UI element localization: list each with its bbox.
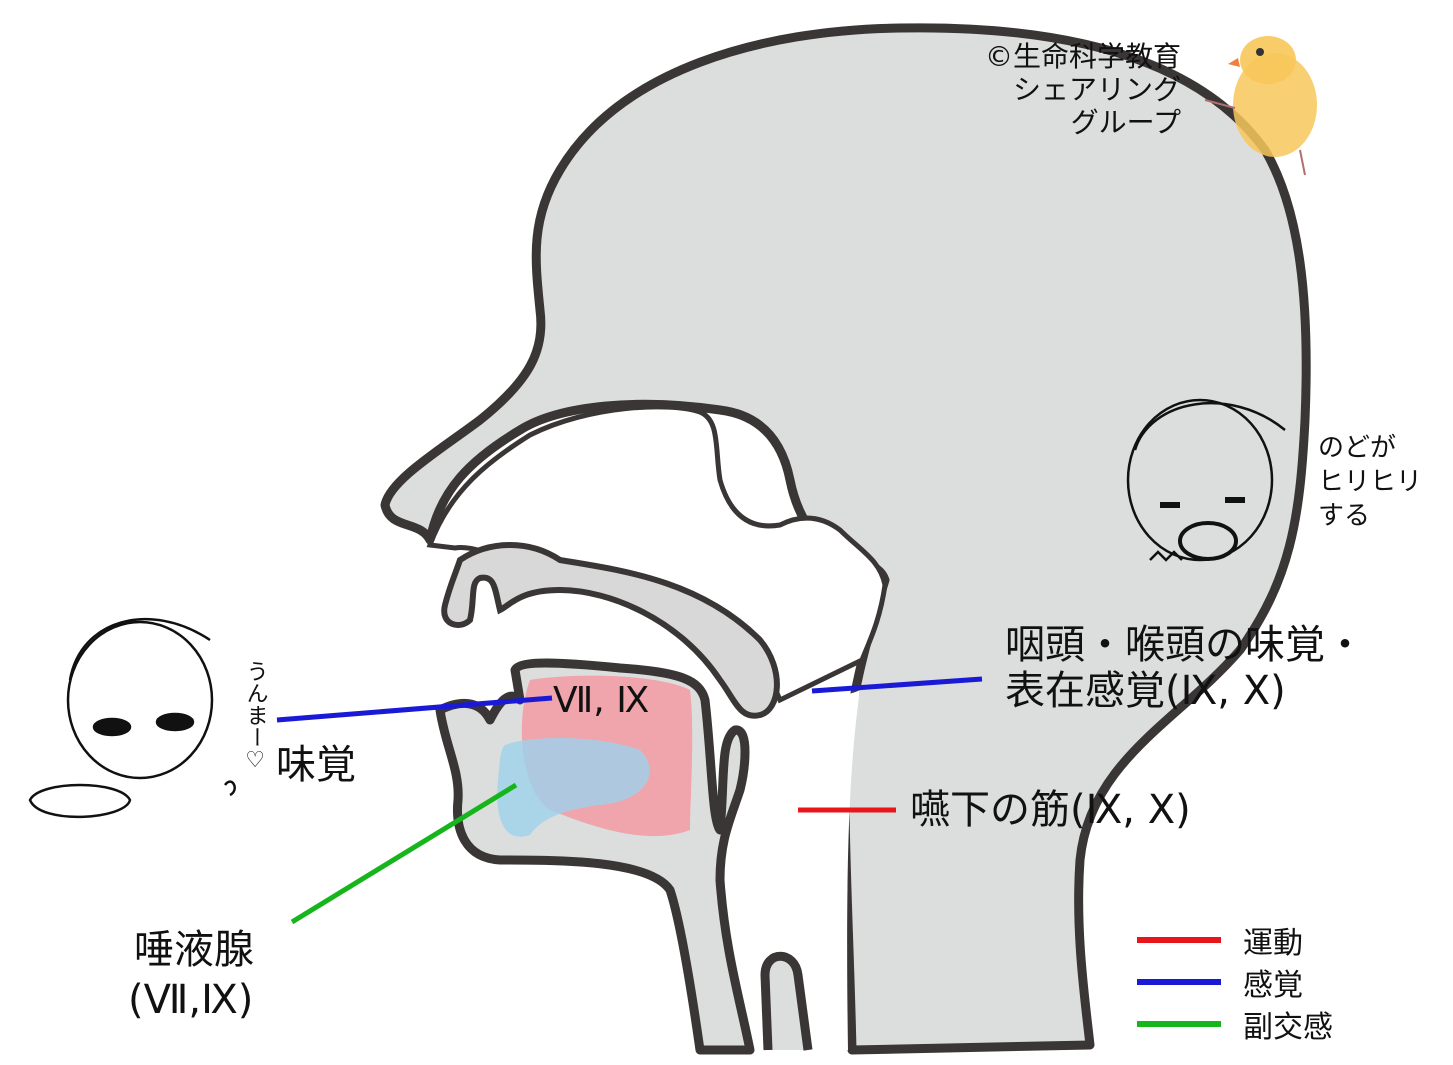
pharynx-leader-line bbox=[811, 676, 983, 694]
palate bbox=[441, 542, 780, 719]
credit-line-2: シェアリング bbox=[1012, 73, 1181, 107]
salivary-line-1: 唾液腺 bbox=[134, 927, 254, 973]
sore-throat-caption: のどが ヒリヒリ する bbox=[1318, 432, 1422, 533]
trachea bbox=[760, 951, 813, 1051]
legend-label-sensory: 感覚 bbox=[1243, 968, 1303, 1003]
sore-throat-line-2: ヒリヒリ bbox=[1318, 466, 1423, 497]
label-taste: 味覚 bbox=[276, 742, 356, 788]
happy-boy-caption: うんまー♡ bbox=[242, 660, 268, 773]
copyright-credit: ©生命科学教育 シェアリング グループ bbox=[985, 40, 1181, 139]
credit-line-3: グループ bbox=[1070, 106, 1181, 140]
credit-line-1: ©生命科学教育 bbox=[984, 40, 1181, 73]
legend-label-parasympathetic: 副交感 bbox=[1243, 1010, 1333, 1045]
parasympathetic-swatch bbox=[1137, 1021, 1221, 1027]
legend-item-motor: 運動 bbox=[1137, 918, 1303, 962]
salivary-line-2: (Ⅶ,Ⅸ) bbox=[128, 977, 254, 1023]
legend-label-motor: 運動 bbox=[1243, 926, 1303, 961]
salivary-gland-area bbox=[497, 738, 650, 837]
label-salivary-glands: 唾液腺 (Ⅶ,Ⅸ) bbox=[128, 925, 254, 1025]
label-tongue-nerves: Ⅶ, Ⅸ bbox=[553, 680, 650, 721]
legend-item-parasympathetic: 副交感 bbox=[1137, 1002, 1333, 1046]
pharynx-line-1: 咽頭・喉頭の味覚・ bbox=[1005, 622, 1365, 668]
sore-throat-boy-illustration bbox=[1126, 398, 1286, 562]
chick-illustration bbox=[1204, 36, 1317, 176]
happy-boy-illustration bbox=[28, 618, 236, 819]
label-pharynx-sensation: 咽頭・喉頭の味覚・ 表在感覚(Ⅸ, Ⅹ) bbox=[1005, 622, 1365, 714]
sensory-swatch bbox=[1137, 979, 1221, 985]
motor-swatch bbox=[1137, 937, 1221, 943]
pharynx-line-2: 表在感覚(Ⅸ, Ⅹ) bbox=[1005, 668, 1286, 714]
sore-throat-line-1: のどが bbox=[1318, 433, 1397, 463]
sore-throat-line-3: する bbox=[1318, 500, 1371, 531]
salivary-leader-line bbox=[290, 782, 518, 925]
label-swallowing-muscles: 嚥下の筋(Ⅸ, Ⅹ) bbox=[910, 787, 1191, 833]
legend-item-sensory: 感覚 bbox=[1137, 960, 1303, 1004]
oral-pharynx-space bbox=[724, 690, 860, 1050]
taste-leader-line bbox=[276, 695, 553, 723]
